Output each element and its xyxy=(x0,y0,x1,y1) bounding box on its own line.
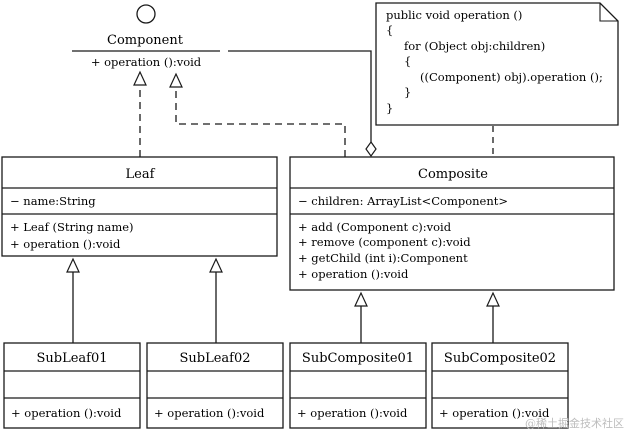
leaf-attribute: − name:String xyxy=(10,194,96,208)
composite-name: Composite xyxy=(418,167,488,182)
leaf-name: Leaf xyxy=(126,167,156,182)
subleaf01-class: SubLeaf01 + operation ():void xyxy=(3,342,141,429)
generalization-triangle-icon xyxy=(486,291,500,307)
aggregation-diamond-icon xyxy=(365,140,377,158)
subcomposite02-generalization-arrow xyxy=(486,291,500,343)
realization-triangle-icon xyxy=(169,72,183,88)
subleaf02-class: SubLeaf02 + operation ():void xyxy=(146,342,284,429)
leaf-class: Leaf − name:String + Leaf (String name) … xyxy=(1,156,278,257)
note-line-6: } xyxy=(404,85,411,99)
interface-lollipop-icon xyxy=(136,4,156,24)
note-line-1: public void operation () xyxy=(386,8,522,22)
code-note: public void operation () { for (Object o… xyxy=(375,2,619,126)
subleaf02-name: SubLeaf02 xyxy=(179,351,250,366)
composite-method-getchild: + getChild (int i):Component xyxy=(298,251,468,265)
subcomposite01-class: SubComposite01 + operation ():void xyxy=(289,342,427,429)
component-operation: + operation ():void xyxy=(91,55,202,69)
subcomposite01-operation: + operation ():void xyxy=(297,406,408,420)
composite-realization-arrow xyxy=(169,72,346,157)
composite-method-add: + add (Component c):void xyxy=(298,220,452,234)
leaf-realization-arrow xyxy=(133,70,147,157)
note-line-5: ((Component) obj).operation (); xyxy=(420,70,603,84)
leaf-operation: + operation ():void xyxy=(10,237,121,251)
component-name: Component xyxy=(107,33,184,48)
generalization-triangle-icon xyxy=(354,291,368,307)
composite-attribute: − children: ArrayList<Component> xyxy=(298,194,508,208)
composite-method-remove: + remove (component c):void xyxy=(298,235,471,249)
note-line-7: } xyxy=(386,101,393,115)
subcomposite01-name: SubComposite01 xyxy=(302,351,414,366)
subcomposite01-generalization-arrow xyxy=(354,291,368,343)
subcomposite02-name: SubComposite02 xyxy=(444,351,556,366)
generalization-triangle-icon xyxy=(66,257,80,273)
subleaf01-operation: + operation ():void xyxy=(11,406,122,420)
subleaf01-generalization-arrow xyxy=(66,257,80,343)
note-line-2: { xyxy=(386,23,393,37)
composite-aggregation-link xyxy=(228,50,377,158)
watermark-text: @稀土掘金技术社区 xyxy=(525,416,624,430)
subleaf02-operation: + operation ():void xyxy=(154,406,265,420)
composite-method-operation: + operation ():void xyxy=(298,267,409,281)
note-line-4: { xyxy=(404,54,411,68)
generalization-triangle-icon xyxy=(209,257,223,273)
subleaf01-name: SubLeaf01 xyxy=(36,351,107,366)
subcomposite02-class: SubComposite02 + operation ():void xyxy=(431,342,569,429)
subcomposite02-operation: + operation ():void xyxy=(439,406,550,420)
note-line-3: for (Object obj:children) xyxy=(404,39,545,53)
component-class: Component + operation ():void xyxy=(72,4,220,69)
realization-triangle-icon xyxy=(133,70,147,86)
composite-class: Composite − children: ArrayList<Componen… xyxy=(289,156,615,291)
leaf-constructor: + Leaf (String name) xyxy=(10,220,134,234)
subleaf02-generalization-arrow xyxy=(209,257,223,343)
